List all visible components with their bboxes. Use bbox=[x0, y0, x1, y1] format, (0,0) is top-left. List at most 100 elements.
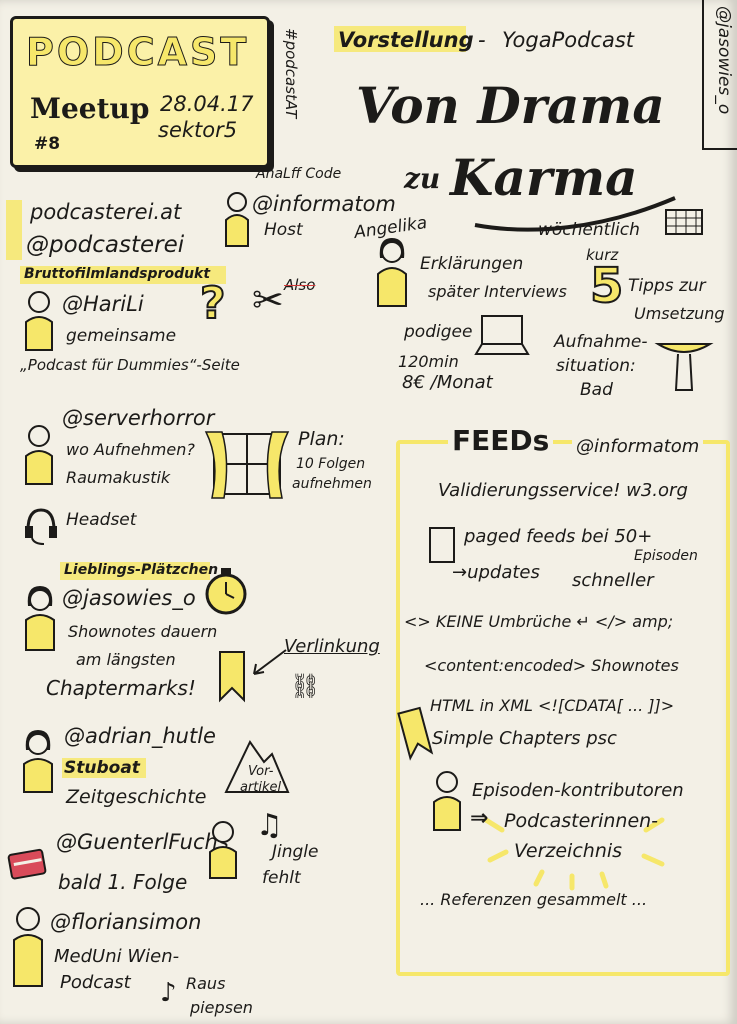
left-plan2: 10 Folgen bbox=[296, 456, 366, 472]
headset-icon bbox=[25, 508, 57, 545]
feeds-episoden: Episoden bbox=[634, 548, 698, 564]
jasowies-person-icon bbox=[25, 586, 55, 651]
talk-title-karma: Karma bbox=[450, 148, 638, 207]
feeds-valid: Validierungsservice! w3.org bbox=[438, 480, 688, 501]
header-box bbox=[10, 16, 270, 168]
left-chaptermarks: Chaptermarks! bbox=[46, 676, 196, 700]
talk-kurz: kurz bbox=[586, 246, 619, 264]
feeds-box bbox=[396, 440, 730, 976]
feeds-schneller: schneller bbox=[572, 570, 654, 591]
left-verlinkung: Verlinkung bbox=[284, 636, 380, 657]
music-note-icon: ♫ bbox=[256, 808, 283, 843]
document-icon bbox=[429, 527, 455, 563]
left-also: Also bbox=[284, 276, 316, 294]
left-guenter: @GuenterlFuchs bbox=[56, 830, 229, 854]
left-raus: Raus bbox=[186, 974, 226, 993]
left-lieblings: Lieblings-Plätzchen bbox=[64, 562, 219, 578]
talk-spaeter: später Interviews bbox=[428, 282, 567, 301]
left-adrian: @adrian_hutle bbox=[64, 724, 216, 748]
header-handle: @jasowies_o bbox=[714, 6, 734, 115]
bookmark-icon bbox=[219, 651, 245, 703]
highlight-stuboat bbox=[62, 758, 146, 778]
feeds-paged: paged feeds bei 50+ bbox=[464, 526, 653, 547]
left-stuboat: Stuboat bbox=[64, 758, 140, 778]
left-jingle: Jingle bbox=[272, 842, 319, 862]
left-vor: Vor- bbox=[248, 764, 274, 779]
feeds-simple: Simple Chapters psc bbox=[432, 728, 617, 749]
question-mark-icon: ? bbox=[199, 277, 226, 330]
host-label: Host bbox=[264, 220, 303, 240]
highlight-vorstellung bbox=[334, 26, 466, 52]
left-headset: Headset bbox=[66, 510, 137, 530]
talk-aufnahme1: Aufnahme- bbox=[554, 332, 648, 352]
talk-minutes: 120min bbox=[398, 352, 459, 371]
left-plan3: aufnehmen bbox=[292, 476, 372, 492]
left-bald: bald 1. Folge bbox=[58, 870, 188, 894]
left-plan1: Plan: bbox=[298, 428, 345, 450]
left-harili: @HariLi bbox=[62, 292, 144, 316]
highlight-brutto bbox=[20, 266, 226, 284]
talk-umsetzung: Umsetzung bbox=[634, 304, 725, 323]
florian-person-icon bbox=[13, 907, 43, 987]
arrow-to-bookmark bbox=[253, 649, 287, 675]
mountain-icon bbox=[224, 740, 290, 793]
feeds-verzeichnis: Verzeichnis bbox=[514, 840, 623, 862]
stopwatch-icon bbox=[205, 568, 247, 615]
talk-title-drama: Von Drama bbox=[356, 76, 665, 135]
left-shownotes: Shownotes dauern bbox=[68, 622, 218, 641]
feeds-informatom: @informatom bbox=[572, 436, 704, 457]
host-twitter: @podcasterei bbox=[26, 232, 185, 258]
angelika-person-icon bbox=[377, 238, 407, 307]
talk-show: YogaPodcast bbox=[502, 28, 634, 52]
harili-person-icon bbox=[25, 291, 53, 351]
left-serverhorror: @serverhorror bbox=[62, 406, 215, 430]
left-dummies: „Podcast für Dummies“-Seite bbox=[20, 356, 240, 374]
host-person-icon bbox=[225, 192, 249, 247]
left-brutto: Bruttofilmlandsprodukt bbox=[24, 266, 211, 282]
left-gemeinsame: gemeinsame bbox=[66, 326, 177, 346]
left-podcast: Podcast bbox=[60, 972, 131, 993]
feeds-updates: →updates bbox=[452, 562, 540, 583]
karma-swash bbox=[474, 196, 676, 232]
feeds-podcasterinnen: Podcasterinnen- bbox=[504, 810, 659, 832]
highlight-left-bar bbox=[6, 200, 22, 260]
feeds-html: HTML in XML <![CDATA[ ... ]]> bbox=[430, 696, 675, 715]
left-am: am längsten bbox=[76, 650, 176, 669]
left-wo: wo Aufnehmen? bbox=[66, 440, 195, 459]
left-meduni: MedUni Wien- bbox=[54, 946, 180, 967]
left-florian: @floriansimon bbox=[50, 910, 202, 934]
header-hashtag: #podcastAT bbox=[282, 28, 300, 119]
host-analcode: AnaLff Code bbox=[256, 166, 342, 182]
header-date: 28.04.17 bbox=[160, 92, 254, 116]
talk-erklaerungen: Erklärungen bbox=[420, 254, 524, 274]
feeds-content: <content:encoded> Shownotes bbox=[424, 656, 679, 675]
feeds-episoden-k: Episoden-kontributoren bbox=[472, 780, 684, 801]
feeds-arrow: ⇒ bbox=[470, 806, 489, 831]
talk-price: 8€ /Monat bbox=[402, 372, 493, 393]
talk-aufnahme3: Bad bbox=[580, 380, 613, 400]
talk-title-zu: zu bbox=[404, 162, 441, 195]
guenter-person-icon bbox=[209, 821, 237, 879]
talk-woechentlich: wöchentlich bbox=[538, 220, 640, 240]
header-podcast: PODCAST bbox=[25, 30, 250, 75]
header-venue: sektor5 bbox=[158, 118, 238, 142]
laptop-icon bbox=[474, 315, 530, 355]
feeds-glow bbox=[483, 817, 665, 891]
left-fehlt: fehlt bbox=[262, 868, 301, 888]
feeds-referenzen: ... Referenzen gesammelt ... bbox=[420, 890, 648, 909]
calendar-icon bbox=[665, 209, 703, 235]
talk-label: Vorstellung bbox=[338, 28, 474, 52]
serverhorror-person-icon bbox=[25, 425, 53, 485]
window-curtain-icon bbox=[204, 431, 290, 499]
talk-five: 5 bbox=[589, 257, 624, 315]
feeds-title: FEEDs bbox=[448, 424, 554, 457]
header-meetup: Meetup bbox=[30, 92, 150, 125]
link-chain-icon: ⛓ bbox=[290, 672, 321, 700]
left-artikel: artikel bbox=[240, 780, 282, 795]
left-piepsen: piepsen bbox=[190, 998, 253, 1017]
talk-tipps: Tipps zur bbox=[628, 276, 706, 296]
feeds-bookmark-icon bbox=[397, 706, 434, 761]
header-number: #8 bbox=[34, 134, 61, 154]
